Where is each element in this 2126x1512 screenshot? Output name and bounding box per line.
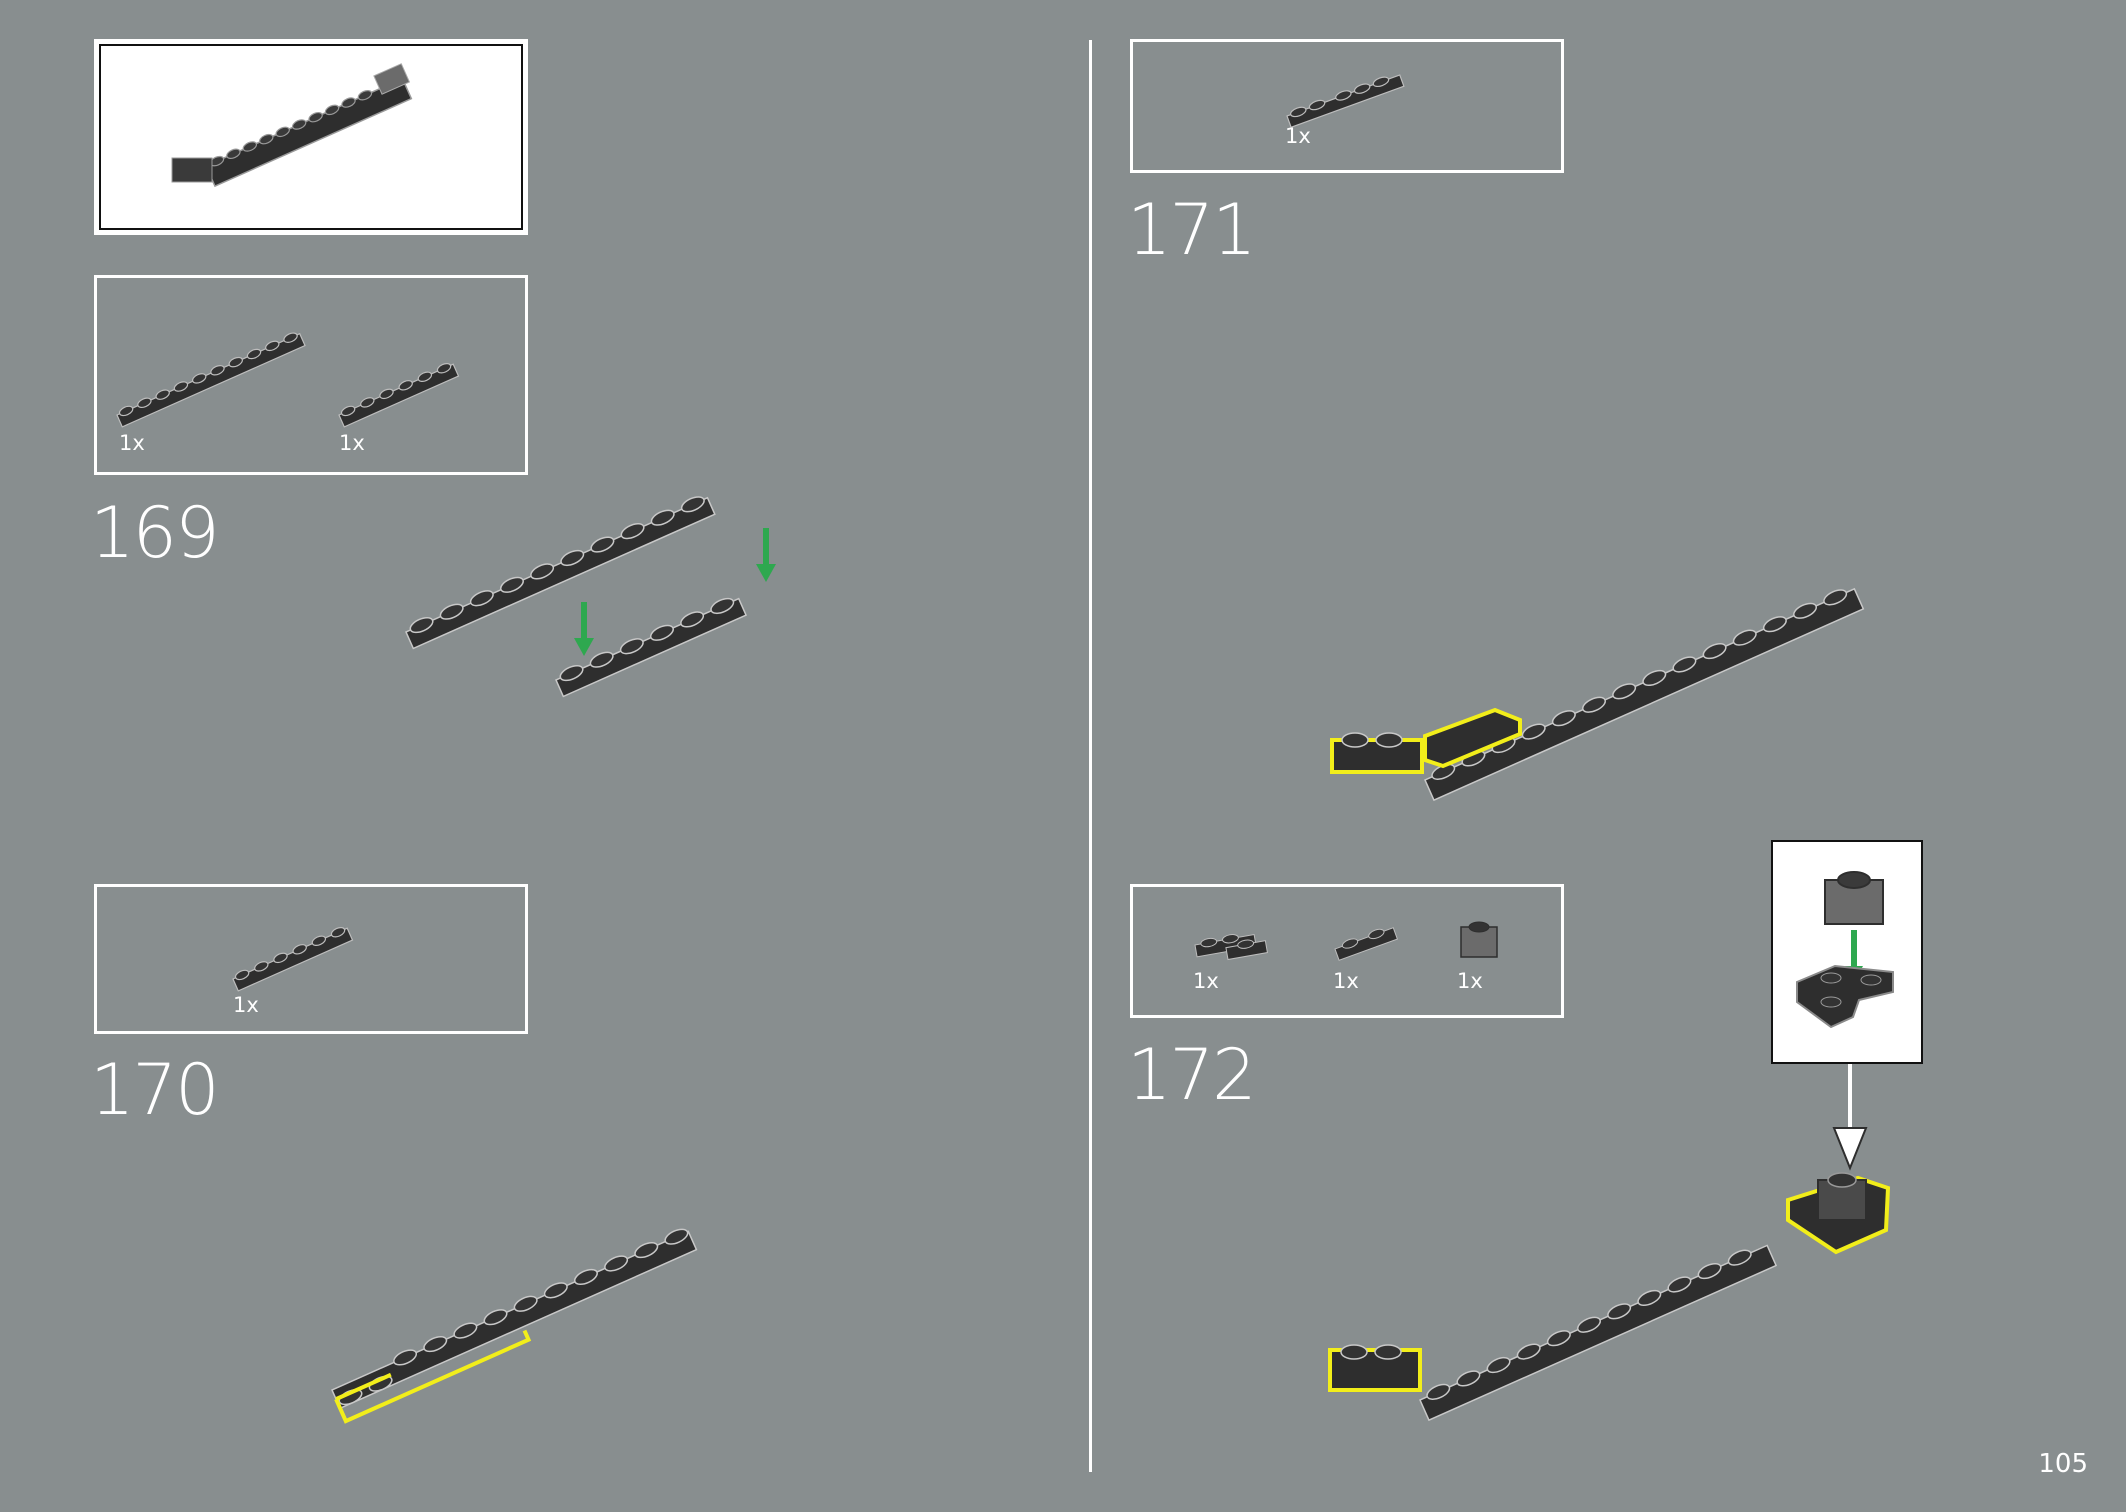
step-169-part-1-qty: 1x xyxy=(119,431,145,455)
step-172-highlight-right xyxy=(1786,1172,1891,1255)
step-170-number: 170 xyxy=(90,1049,220,1131)
submodel-overview-frame xyxy=(99,44,523,230)
step-172-callout-arrow xyxy=(1832,1064,1868,1171)
page-number: 105 xyxy=(2038,1449,2088,1479)
plate-1x6-icon xyxy=(338,362,460,428)
submodel-overview-callout xyxy=(94,39,528,235)
step-170-assembly-image xyxy=(331,1228,698,1424)
step-171-highlight-part xyxy=(1330,707,1522,774)
step-169-parts-box: 1x 1x xyxy=(94,275,528,475)
page-divider xyxy=(1089,40,1092,1472)
step-172-part-3-qty: 1x xyxy=(1457,969,1483,993)
step-169-assembly-image xyxy=(405,496,776,698)
submodel-preview-image xyxy=(171,63,413,188)
step-172-assembly-image xyxy=(1328,1172,1891,1422)
step-170-parts-box: 1x xyxy=(94,884,528,1034)
step-172-parts-box: 1x 1x 1x xyxy=(1130,884,1564,1018)
step-171-assembly-image xyxy=(1330,587,1865,802)
brick-1x1-icon xyxy=(1460,921,1498,958)
step-171-part-1-qty: 1x xyxy=(1285,124,1311,148)
plate-1x6-icon xyxy=(232,926,354,992)
step-172-number: 172 xyxy=(1127,1034,1257,1116)
step-171-parts-box: 1x xyxy=(1130,39,1564,173)
step-172-part-1-qty: 1x xyxy=(1193,969,1219,993)
plate-1x2-icon xyxy=(1334,927,1399,961)
step-169-arrows xyxy=(574,528,776,656)
step-170-part-1-qty: 1x xyxy=(233,993,259,1017)
step-171-number: 171 xyxy=(1127,189,1257,271)
step-169-number: 169 xyxy=(90,492,220,574)
step-172-detail-callout xyxy=(1771,840,1923,1064)
plate-2x2-corner-icon xyxy=(1194,934,1268,961)
step-172-highlight-left xyxy=(1328,1344,1422,1392)
detail-assembly-image xyxy=(1796,871,1894,1029)
plate-2x2-corner-icon xyxy=(1286,74,1405,129)
plate-1x10-icon xyxy=(116,332,306,428)
step-172-part-2-qty: 1x xyxy=(1333,969,1359,993)
step-169-part-2-qty: 1x xyxy=(339,431,365,455)
